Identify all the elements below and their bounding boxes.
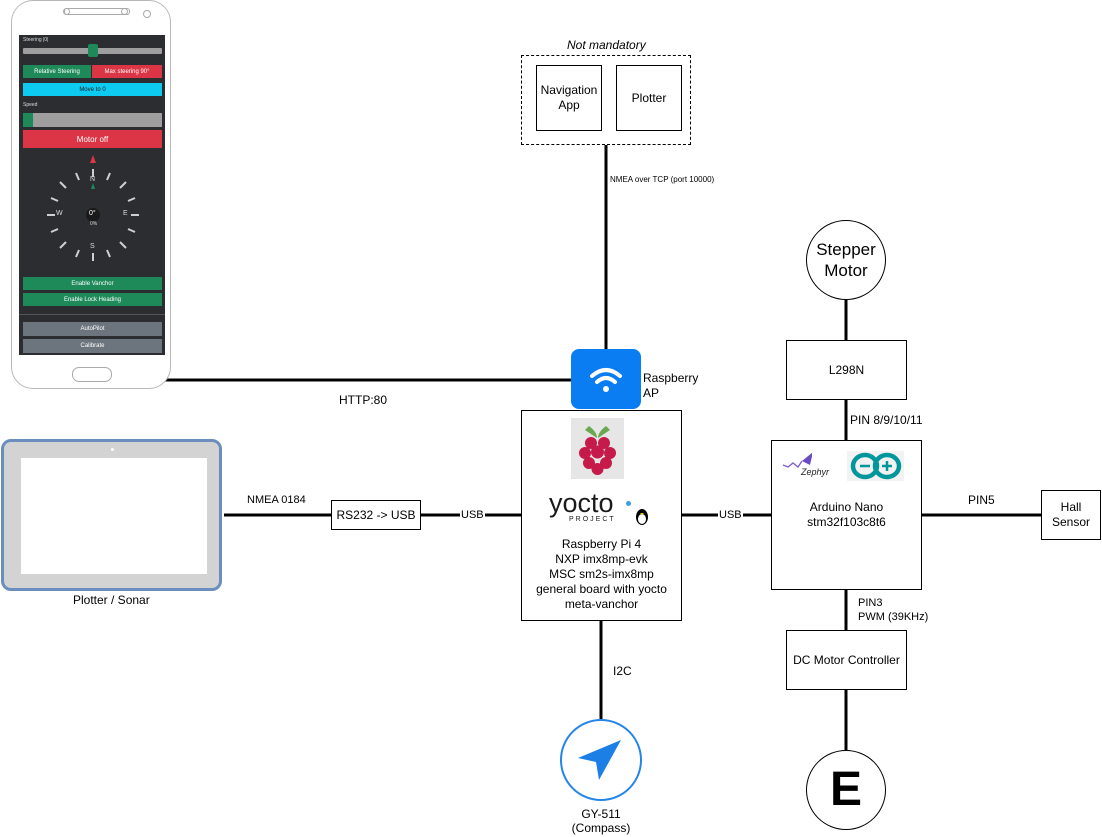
max-steering-button[interactable]: Max steering 90° <box>92 65 162 78</box>
http-label: HTTP:80 <box>339 393 388 407</box>
gy511-line-2: (Compass) <box>571 821 631 835</box>
speed-slider[interactable] <box>23 113 162 127</box>
l298n-label: L298N <box>828 362 865 377</box>
compass-text: GY-511 (Compass) <box>541 807 661 835</box>
electric-motor-label: E <box>829 763 862 816</box>
compass-heading: 0° <box>89 210 96 217</box>
pi-line-3: MSC sm2s-imx8mp <box>549 567 654 581</box>
navigation-arrow-icon <box>578 740 621 780</box>
raspberry-pi-text: Raspberry Pi 4 NXP imx8mp-evk MSC sm2s-i… <box>521 537 682 612</box>
zephyr-logo-icon: Zephyr <box>782 451 834 479</box>
compass-n: N <box>90 176 96 183</box>
tablet-camera <box>111 448 114 451</box>
motor-off-button[interactable]: Motor off <box>23 130 162 148</box>
plotter-label: Plotter <box>631 90 667 105</box>
hall-sensor-label: Hall Sensor <box>1051 500 1091 529</box>
electric-motor-node: E <box>806 750 886 830</box>
optional-group <box>521 55 691 145</box>
zephyr-logo-text: Zephyr <box>801 467 830 477</box>
dc-motor-controller-node: DC Motor Controller <box>786 630 907 690</box>
move-to-zero-button[interactable]: Move to 0 <box>23 83 162 96</box>
arduino-logo-icon <box>847 451 904 481</box>
l298n-node: L298N <box>786 340 907 400</box>
compass-percent: 0% <box>90 221 98 227</box>
raspberry-logo-icon <box>571 418 624 479</box>
calibrate-button[interactable]: Calibrate <box>23 339 162 353</box>
phone-divider <box>19 314 165 315</box>
navigation-app-node: Navigation App <box>536 65 602 131</box>
steering-label: Steering |0| <box>23 37 49 43</box>
pin3-label: PIN3 <box>857 597 884 610</box>
compass-s: S <box>90 243 95 250</box>
enable-lock-heading-button[interactable]: Enable Lock Heading <box>23 293 162 306</box>
compass-e: E <box>123 210 128 217</box>
yocto-logo-text: yocto <box>549 488 614 518</box>
arduino-line-2: stm32f103c8t6 <box>807 515 886 529</box>
pi-line-4: general board with yocto <box>536 582 667 596</box>
nmea-0184-label: NMEA 0184 <box>247 494 306 506</box>
stepper-motor-label: Stepper Motor <box>816 240 876 280</box>
rs232-usb-node: RS232 -> USB <box>331 500 421 530</box>
usb-left-label: USB <box>460 509 485 522</box>
plotter-sonar-label: Plotter / Sonar <box>73 593 150 607</box>
hall-sensor-node: Hall Sensor <box>1041 490 1101 540</box>
plotter-sonar-device <box>1 439 222 591</box>
dc-motor-controller-label: DC Motor Controller <box>793 652 900 667</box>
plotter-node: Plotter <box>616 65 682 131</box>
stepper-motor-node: Stepper Motor <box>806 220 886 300</box>
pins-8-11-label: PIN 8/9/10/11 <box>849 413 924 428</box>
gy511-line-1: GY-511 <box>581 807 621 821</box>
steering-slider-thumb[interactable] <box>88 44 98 57</box>
speed-slider-thumb[interactable] <box>23 113 33 127</box>
yocto-dot-icon <box>626 501 631 506</box>
phone-sensor <box>121 8 128 15</box>
not-mandatory-label: Not mandatory <box>567 38 646 52</box>
phone-camera-2 <box>143 10 151 18</box>
usb-right-label: USB <box>718 509 743 522</box>
yocto-logo-subtext: PROJECT <box>569 516 616 523</box>
north-needle-icon <box>90 155 96 163</box>
phone-camera <box>63 8 70 15</box>
compass-w: W <box>56 210 63 217</box>
tablet-screen <box>21 458 207 574</box>
rs232-usb-label: RS232 -> USB <box>336 507 416 522</box>
raspberry-ap-label: Raspberry AP <box>643 371 699 400</box>
relative-steering-button[interactable]: Relative Steering <box>23 65 91 78</box>
arduino-text: Arduino Nano stm32f103c8t6 <box>771 500 922 530</box>
pi-line-5: meta-vanchor <box>564 597 639 611</box>
compass-node <box>560 719 642 801</box>
i2c-label: I2C <box>612 664 633 679</box>
autopilot-button[interactable]: AutoPilot <box>23 322 162 336</box>
arduino-line-1: Arduino Nano <box>809 500 884 514</box>
nmea-tcp-label: NMEA over TCP (port 10000) <box>609 175 716 185</box>
pwm-label: PWM (39KHz) <box>858 611 929 623</box>
yocto-logo-icon: yocto PROJECT <box>546 488 653 530</box>
pi-line-1: Raspberry Pi 4 <box>561 537 642 551</box>
pi-line-2: NXP imx8mp-evk <box>555 552 648 566</box>
compass-dial <box>47 155 139 261</box>
phone-home-button[interactable] <box>72 367 112 382</box>
phone-screen: Steering |0| Relative Steering Max steer… <box>19 35 165 355</box>
wifi-icon <box>590 368 622 392</box>
heading-marker-icon <box>91 183 95 189</box>
tux-icon <box>636 509 648 525</box>
navigation-app-label: Navigation App <box>540 83 598 112</box>
enable-vanchor-button[interactable]: Enable Vanchor <box>23 277 162 290</box>
pin5-label: PIN5 <box>968 493 995 507</box>
wifi-ap-node <box>571 349 641 409</box>
speed-label: Speed <box>23 102 38 108</box>
